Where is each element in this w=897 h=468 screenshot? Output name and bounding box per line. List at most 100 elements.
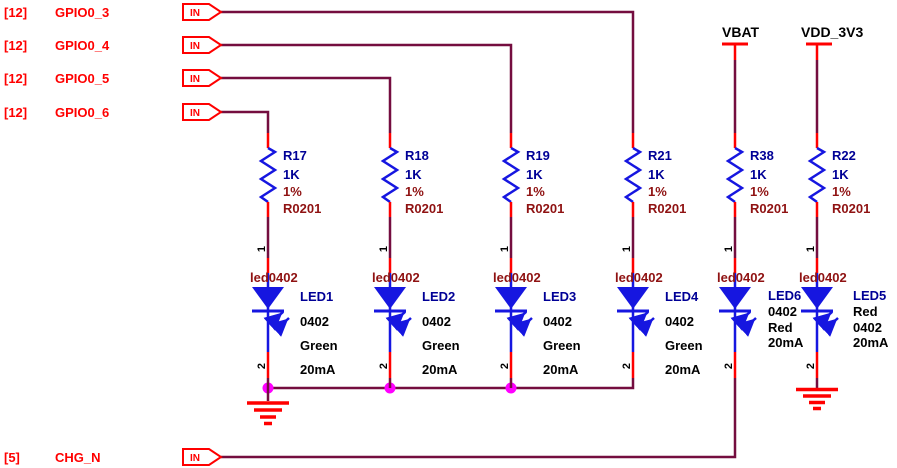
wire-cathode-rail[interactable] (268, 378, 635, 390)
wire-gpio0_3[interactable] (221, 10, 635, 133)
sheet-ref-label: [5] (4, 450, 20, 465)
port-direction-label: IN (190, 453, 200, 464)
branch-led6: R38 1K 1% R0201 1 2 led0402 LED6 0402 Re… (717, 133, 804, 378)
led-prop: 0402 (543, 314, 572, 329)
led-pin1-number: 1 (256, 246, 268, 252)
resistor-footprint: R0201 (832, 201, 870, 216)
resistor-designator: R19 (526, 148, 550, 163)
resistor-r21[interactable]: R21 1K 1% R0201 (623, 133, 686, 217)
net-name-label: GPIO0_4 (55, 38, 110, 53)
port-direction-label: IN (190, 74, 200, 85)
led-arrow-icon (506, 311, 527, 331)
port-gpio0_4[interactable]: IN [12] GPIO0_4 (4, 36, 223, 54)
sheet-ref-label: [12] (4, 38, 27, 53)
resistor-designator: R21 (648, 148, 672, 163)
port-in-symbol[interactable] (182, 69, 223, 87)
wire-gpio0_4[interactable] (221, 43, 513, 133)
resistor-tolerance: 1% (283, 184, 302, 199)
wire-gpio0_5[interactable] (221, 76, 392, 133)
resistor-tolerance: 1% (648, 184, 667, 199)
led-arrow-icon (628, 311, 649, 331)
port-gpio0_6[interactable]: IN [12] GPIO0_6 (4, 103, 223, 121)
port-in-symbol[interactable] (182, 36, 223, 54)
resistor-footprint: R0201 (283, 201, 321, 216)
led-designator: LED3 (543, 289, 576, 304)
resistor-r19[interactable]: R19 1K 1% R0201 (501, 133, 564, 217)
led-triangle-icon (495, 287, 527, 309)
led-prop: 0402 (300, 314, 329, 329)
led-designator: LED4 (665, 289, 699, 304)
led-arrow-icon (634, 317, 655, 337)
led-prop: 0402 (768, 304, 797, 319)
led-symbol-led6[interactable]: 1 2 led0402 LED6 0402 Red 20mA (717, 246, 804, 378)
resistor-r18[interactable]: R18 1K 1% R0201 (380, 133, 443, 217)
led-prop: Red (853, 304, 878, 319)
branch-led2: R18 1K 1% R0201 1 2 led0402 LED2 0402 Gr… (372, 133, 460, 388)
power-port-vdd_3v3[interactable]: VDD_3V3 (801, 24, 863, 60)
power-port-vbat[interactable]: VBAT (722, 24, 760, 60)
led-pin2-number: 2 (723, 363, 735, 369)
resistor-designator: R22 (832, 148, 856, 163)
resistor-value: 1K (750, 167, 767, 182)
led-prop: 0402 (853, 320, 882, 335)
ground-symbol-left[interactable] (247, 388, 289, 426)
led-symbol-led4[interactable]: 1 2 led0402 LED4 0402 Green 20mA (615, 246, 703, 378)
led-pin2-number: 2 (378, 363, 390, 369)
resistor-r17[interactable]: R17 1K 1% R0201 (258, 133, 321, 217)
wire-chg_n[interactable] (221, 378, 737, 459)
led-pin2-number: 2 (805, 363, 817, 369)
resistor-designator: R18 (405, 148, 429, 163)
led-lib-label: led0402 (250, 270, 298, 285)
net-name-label: GPIO0_6 (55, 105, 109, 120)
resistor-footprint: R0201 (405, 201, 443, 216)
port-in-symbol[interactable] (182, 3, 223, 21)
sheet-ref-label: [12] (4, 71, 27, 86)
led-pin2-number: 2 (256, 363, 268, 369)
ground-symbol-right[interactable] (796, 378, 838, 411)
resistor-tolerance: 1% (405, 184, 424, 199)
led-pin1-number: 1 (621, 246, 633, 252)
port-in-symbol[interactable] (182, 448, 223, 466)
led-arrow-icon (736, 317, 757, 337)
port-direction-label: IN (190, 41, 200, 52)
resistor-r22[interactable]: R22 1K 1% R0201 (807, 133, 870, 217)
led-arrow-icon (269, 317, 290, 337)
branch-led5: R22 1K 1% R0201 1 2 led0402 LED5 Red 040… (799, 133, 889, 378)
led-pin2-number: 2 (621, 363, 633, 369)
led-symbol-led1[interactable]: 1 2 led0402 LED1 0402 Green 20mA (250, 246, 338, 378)
led-lib-label: led0402 (493, 270, 541, 285)
led-pin1-number: 1 (723, 246, 735, 252)
led-prop: 0402 (665, 314, 694, 329)
led-designator: LED1 (300, 289, 333, 304)
led-arrow-icon (812, 311, 833, 331)
port-gpio0_5[interactable]: IN [12] GPIO0_5 (4, 69, 223, 87)
led-designator: LED5 (853, 288, 886, 303)
port-gpio0_3[interactable]: IN [12] GPIO0_3 (4, 3, 223, 21)
resistor-tolerance: 1% (526, 184, 545, 199)
resistor-value: 1K (832, 167, 849, 182)
led-symbol-led5[interactable]: 1 2 led0402 LED5 Red 0402 20mA (799, 246, 889, 378)
led-prop: 20mA (853, 335, 889, 350)
port-chg_n[interactable]: IN [5] CHG_N (4, 448, 223, 466)
port-in-symbol[interactable] (182, 103, 223, 121)
sheet-ref-label: [12] (4, 105, 27, 120)
led-symbol-led2[interactable]: 1 2 led0402 LED2 0402 Green 20mA (372, 246, 460, 378)
net-wires (221, 10, 819, 459)
led-symbol-led3[interactable]: 1 2 led0402 LED3 0402 Green 20mA (493, 246, 581, 378)
resistor-designator: R17 (283, 148, 307, 163)
wire-gpio0_6[interactable] (221, 110, 270, 133)
led-prop: Green (665, 338, 703, 353)
resistor-value: 1K (526, 167, 543, 182)
branch-led3: R19 1K 1% R0201 1 2 led0402 LED3 0402 Gr… (493, 133, 581, 388)
led-prop: 20mA (300, 362, 336, 377)
led-prop: 20mA (422, 362, 458, 377)
resistor-r38[interactable]: R38 1K 1% R0201 (725, 133, 788, 217)
led-prop: Green (422, 338, 460, 353)
led-arrow-icon (263, 311, 284, 331)
led-lib-label: led0402 (799, 270, 847, 285)
led-triangle-icon (252, 287, 284, 309)
led-designator: LED6 (768, 288, 801, 303)
resistor-value: 1K (283, 167, 300, 182)
